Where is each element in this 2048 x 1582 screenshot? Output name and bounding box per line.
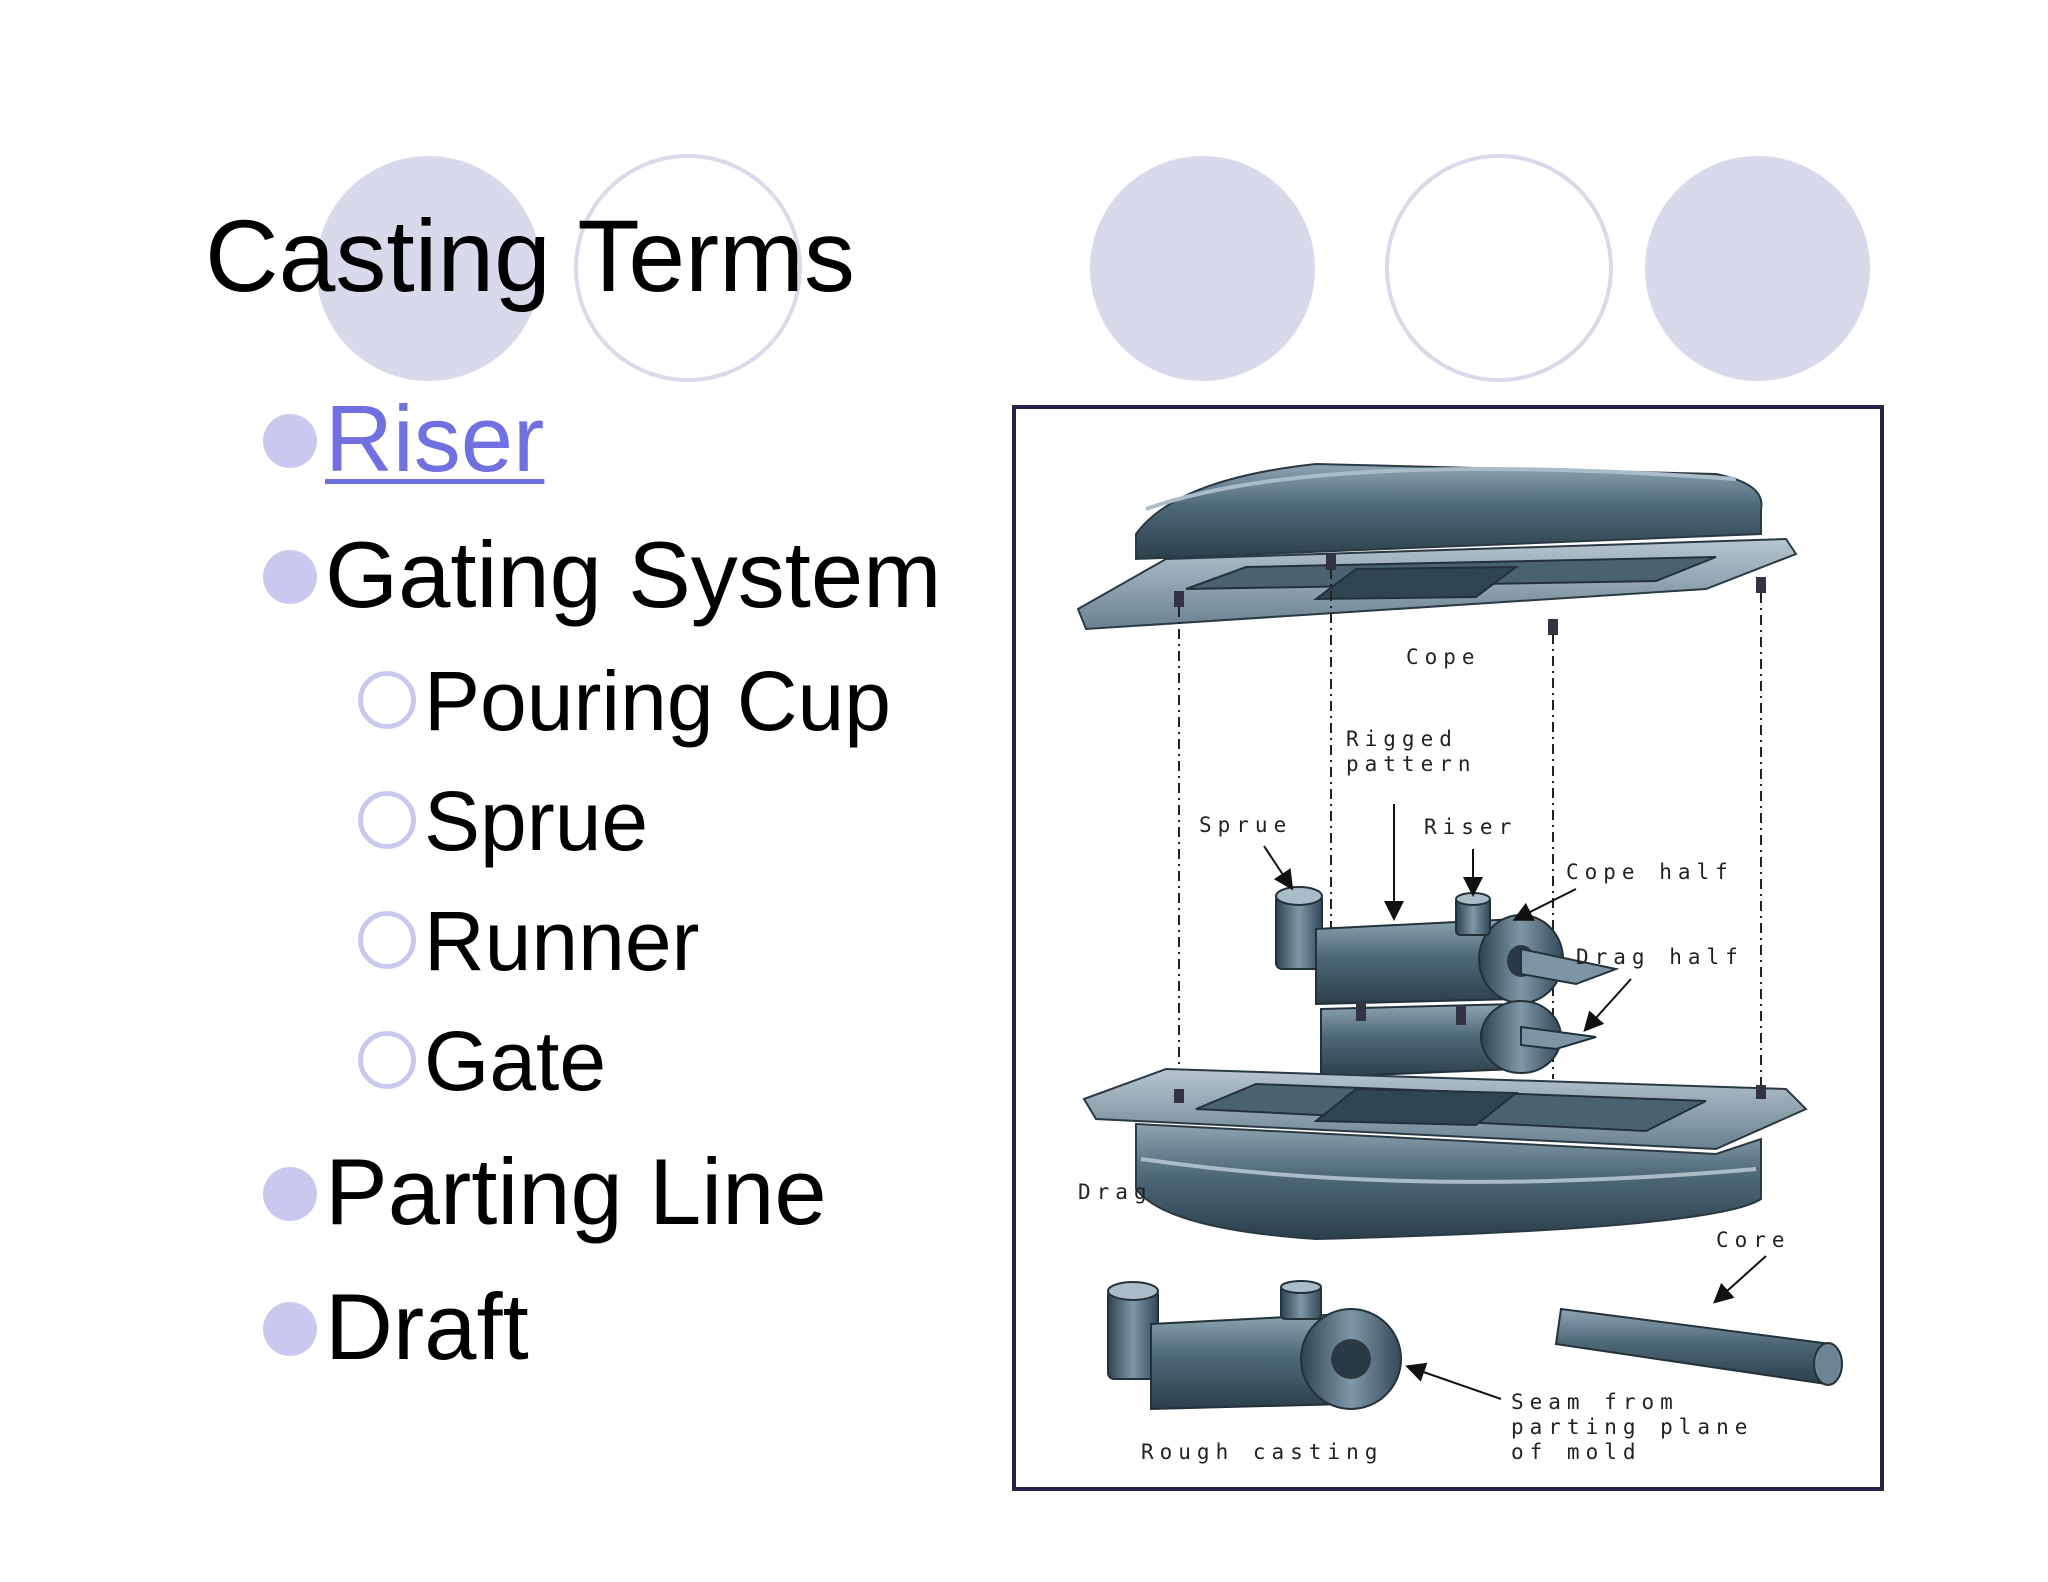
callout-arrows [1263,804,1767,1400]
cope-half-pattern [1275,886,1620,1006]
label-rigged-pattern-2: pattern [1346,752,1477,776]
subbullet-ring [358,1031,416,1089]
label-cope: Cope [1406,645,1481,669]
subbullet-ring [358,791,416,849]
subbullet-ring [358,671,416,729]
casting-mold-diagram: Cope Rigged pattern Sprue Riser Cope hal… [1012,405,1884,1491]
decor-circle-3 [1645,156,1870,381]
bullet-parting-line: Parting Line [263,1145,827,1239]
bullet-text: Gating System [325,522,942,627]
label-drag-half: Drag half [1576,945,1744,969]
subbullet-gate: Gate [358,1019,606,1103]
bullet-text: Draft [325,1274,529,1379]
label-rigged-pattern-1: Rigged [1346,727,1458,751]
bullet-text: Sprue [424,774,649,868]
cope-flask [1076,462,1798,635]
label-core: Core [1716,1228,1791,1252]
bullet-draft: Draft [263,1280,529,1374]
subbullet-ring [358,911,416,969]
riser-link[interactable]: Riser [325,386,545,491]
bullet-dot [263,550,317,604]
label-seam-2: parting plane [1511,1415,1753,1439]
drag-flask [1082,1067,1808,1241]
label-seam-1: Seam from [1511,1390,1679,1414]
bullet-riser[interactable]: Riser [263,392,544,486]
label-riser: Riser [1424,815,1517,839]
label-sprue: Sprue [1199,813,1292,837]
label-seam-3: of mold [1511,1440,1642,1464]
slide-title: Casting Terms [205,199,856,313]
decor-circle-2 [1090,156,1315,381]
core [1554,1307,1843,1386]
subbullet-runner: Runner [358,899,700,983]
label-rough-casting: Rough casting [1141,1440,1383,1464]
decor-ring-2 [1385,154,1613,382]
bullet-dot [263,1302,317,1356]
bullet-dot [263,414,317,468]
label-cope-half: Cope half [1566,860,1734,884]
mold-illustration: Cope Rigged pattern Sprue Riser Cope hal… [1076,462,1843,1464]
bullet-text: Parting Line [325,1139,827,1244]
bullet-dot [263,1167,317,1221]
label-drag: Drag [1078,1180,1153,1204]
decor-circle-1 [316,156,541,381]
subbullet-sprue: Sprue [358,779,648,863]
rough-casting [1107,1280,1402,1411]
bullet-text: Pouring Cup [424,654,891,748]
subbullet-pouring-cup: Pouring Cup [358,659,891,743]
bullet-text: Runner [424,894,700,988]
decor-ring-1 [574,154,802,382]
bullet-text: Gate [424,1014,607,1108]
bullet-gating-system: Gating System [263,528,941,622]
drag-half-pattern [1320,1000,1597,1079]
